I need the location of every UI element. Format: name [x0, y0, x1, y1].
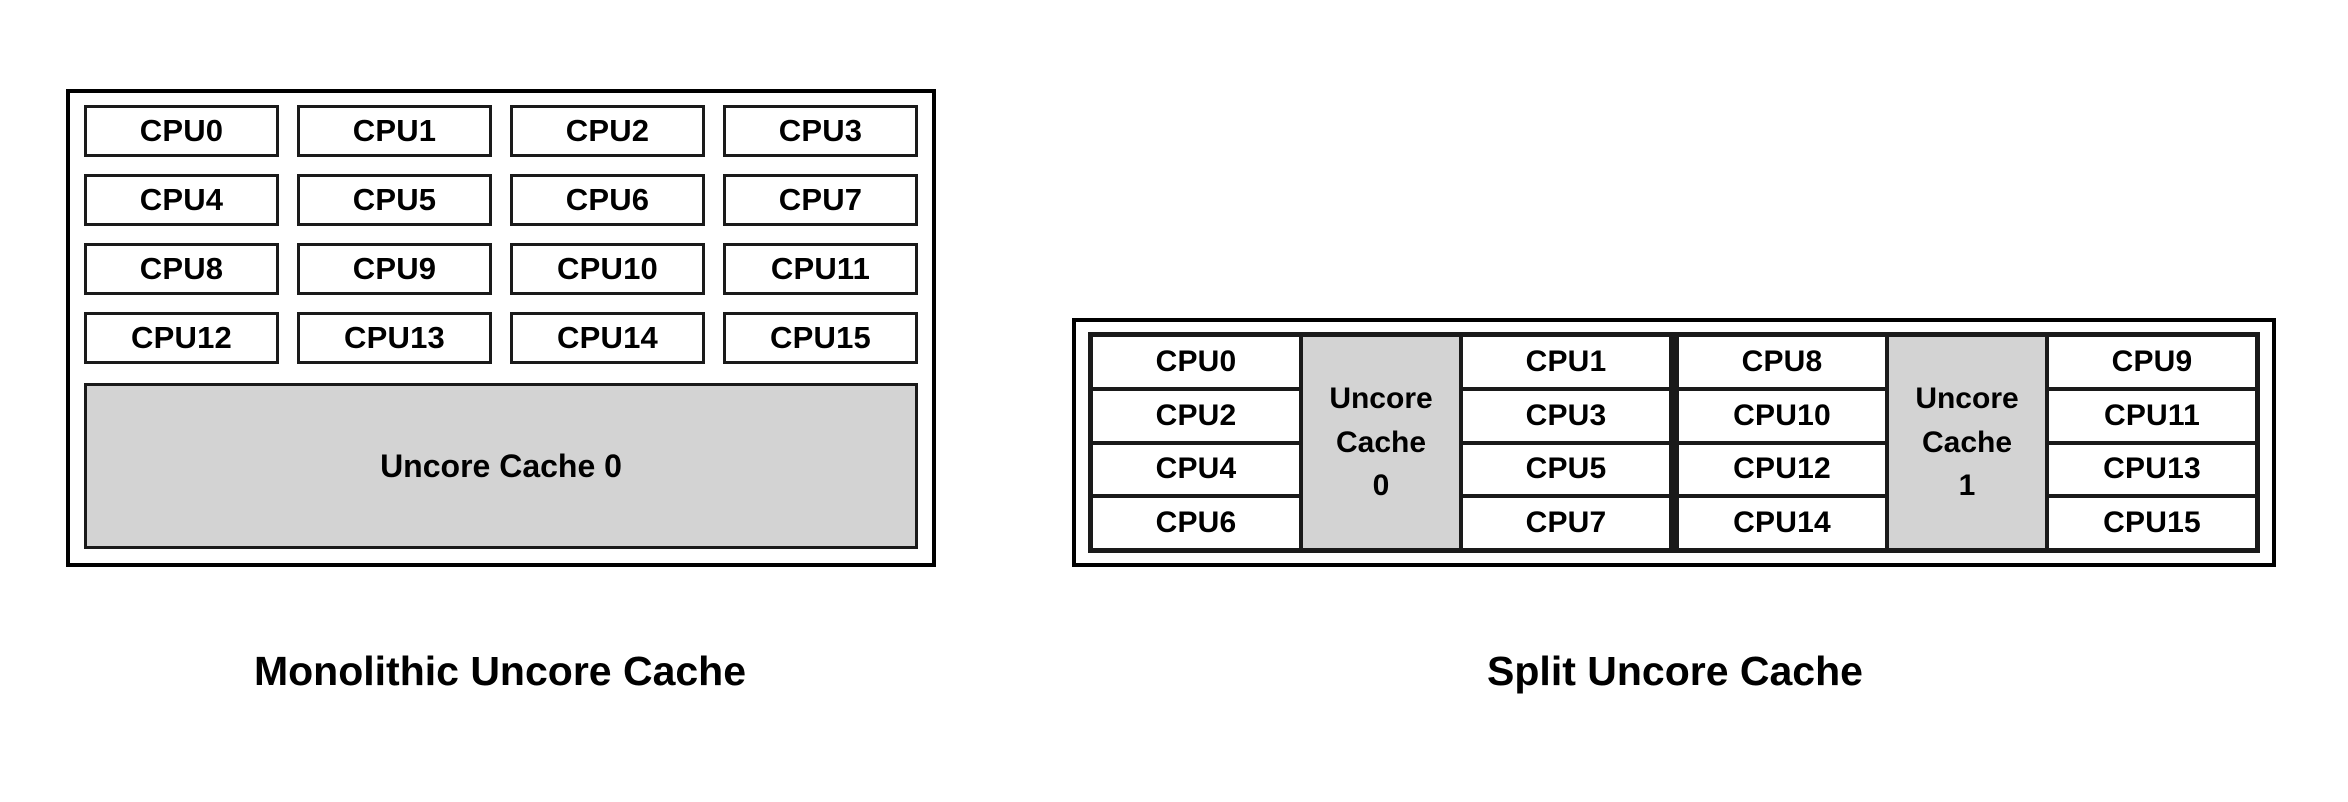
- cpu-box: CPU8: [84, 243, 279, 295]
- cluster-1: CPU8 CPU10 CPU12 CPU14 Uncore Cache 1 CP…: [1674, 332, 2260, 553]
- split-socket-frame: CPU0 CPU2 CPU4 CPU6 Uncore Cache 0 CPU1 …: [1072, 318, 2276, 567]
- cluster-0: CPU0 CPU2 CPU4 CPU6 Uncore Cache 0 CPU1 …: [1088, 332, 1674, 553]
- uncore-cache-block: Uncore Cache 0: [84, 383, 918, 549]
- cpu-box: CPU6: [510, 174, 705, 226]
- cpu-box: CPU9: [297, 243, 492, 295]
- uncore-cache-1-line2: Cache: [1921, 425, 2013, 459]
- cpu-box: CPU4: [1091, 442, 1301, 497]
- monolithic-uncore-cache-diagram: CPU0 CPU1 CPU2 CPU3 CPU4 CPU5 CPU6 CPU7 …: [66, 89, 936, 567]
- cpu-box: CPU3: [1461, 388, 1671, 443]
- split-diagram-caption: Split Uncore Cache: [1487, 648, 1863, 694]
- cluster-0-left-column: CPU0 CPU2 CPU4 CPU6: [1091, 335, 1301, 550]
- cpu-box: CPU12: [1677, 442, 1887, 497]
- cpu-box: CPU15: [723, 312, 918, 364]
- cpu-box: CPU9: [2047, 335, 2257, 389]
- cpu-box: CPU7: [723, 174, 918, 226]
- cpu-box: CPU1: [1461, 335, 1671, 389]
- cpu-box: CPU11: [2047, 388, 2257, 443]
- cpu-box: CPU1: [297, 105, 492, 157]
- cpu-box: CPU8: [1677, 335, 1887, 389]
- uncore-cache-0-line3: 0: [1372, 469, 1390, 503]
- cpu-box: CPU3: [723, 105, 918, 157]
- cpu-box: CPU14: [1677, 496, 1887, 550]
- cpu-box: CPU4: [84, 174, 279, 226]
- cpu-box: CPU12: [84, 312, 279, 364]
- cpu-box: CPU5: [1461, 442, 1671, 497]
- split-uncore-cache-diagram: CPU0 CPU2 CPU4 CPU6 Uncore Cache 0 CPU1 …: [1072, 318, 2276, 567]
- uncore-cache-1-line3: 1: [1958, 469, 1976, 503]
- uncore-cache-block-1: Uncore Cache 1: [1887, 335, 2047, 550]
- cpu-box: CPU10: [510, 243, 705, 295]
- cpu-box: CPU0: [1091, 335, 1301, 389]
- monolithic-cpu-grid: CPU0 CPU1 CPU2 CPU3 CPU4 CPU5 CPU6 CPU7 …: [84, 105, 918, 364]
- cpu-box: CPU14: [510, 312, 705, 364]
- uncore-cache-1-line1: Uncore: [1915, 382, 2019, 416]
- cpu-box: CPU10: [1677, 388, 1887, 443]
- cpu-box: CPU7: [1461, 496, 1671, 550]
- cpu-box: CPU11: [723, 243, 918, 295]
- cpu-box: CPU2: [510, 105, 705, 157]
- cluster-0-right-column: CPU1 CPU3 CPU5 CPU7: [1461, 335, 1671, 550]
- uncore-cache-0-line2: Cache: [1335, 425, 1427, 459]
- cpu-box: CPU13: [2047, 442, 2257, 497]
- cluster-1-left-column: CPU8 CPU10 CPU12 CPU14: [1677, 335, 1887, 550]
- cpu-box: CPU2: [1091, 388, 1301, 443]
- monolithic-diagram-caption: Monolithic Uncore Cache: [253, 648, 747, 694]
- uncore-cache-block-0: Uncore Cache 0: [1301, 335, 1461, 550]
- cpu-box: CPU13: [297, 312, 492, 364]
- cluster-1-right-column: CPU9 CPU11 CPU13 CPU15: [2047, 335, 2257, 550]
- cpu-box: CPU15: [2047, 496, 2257, 550]
- cpu-box: CPU5: [297, 174, 492, 226]
- uncore-cache-0-line1: Uncore: [1329, 382, 1433, 416]
- cpu-box: CPU0: [84, 105, 279, 157]
- monolithic-socket-frame: CPU0 CPU1 CPU2 CPU3 CPU4 CPU5 CPU6 CPU7 …: [66, 89, 936, 567]
- cpu-box: CPU6: [1091, 496, 1301, 550]
